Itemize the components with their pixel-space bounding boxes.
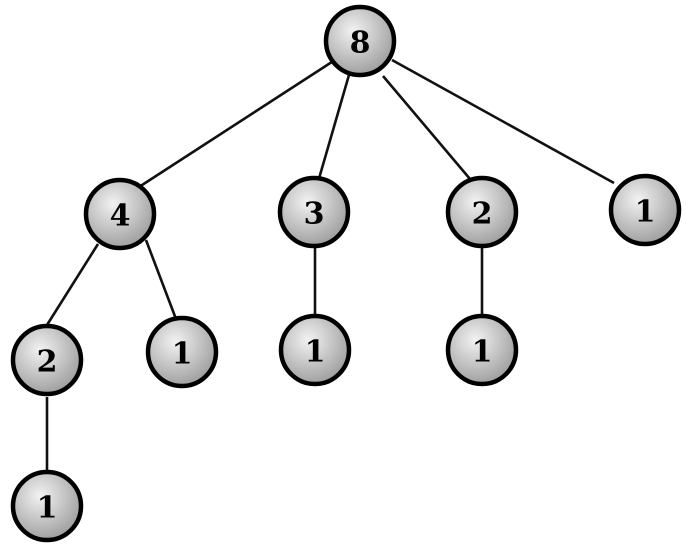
node-value: 1 (172, 337, 193, 372)
tree-node: 3 (277, 175, 351, 249)
tree-node: 4 (83, 177, 157, 251)
edge-root-n1a (391, 58, 615, 185)
edge-n4-n1b (144, 239, 178, 320)
edges (45, 56, 615, 470)
tree-node: 1 (445, 313, 519, 387)
node-value: 2 (37, 345, 58, 380)
node-value: 1 (305, 335, 326, 370)
edge-root-n3 (316, 67, 353, 183)
node-value: 8 (350, 26, 371, 61)
node-value: 1 (635, 195, 656, 230)
tree-node: 1 (10, 469, 84, 543)
tree-node: 1 (278, 313, 352, 387)
edge-root-n2a (382, 75, 471, 180)
tree-node: 2 (10, 323, 84, 397)
edge-n4-n2b (45, 243, 100, 326)
tree-node: 1 (608, 173, 682, 247)
tree-node: 1 (145, 315, 219, 389)
tree-node: 8 (323, 4, 397, 78)
tree-node: 2 (445, 175, 519, 249)
node-value: 3 (304, 197, 325, 232)
node-value: 4 (110, 199, 131, 234)
node-value: 2 (472, 197, 493, 232)
nodes: 8 4 3 2 1 2 1 1 (10, 4, 682, 543)
node-value: 1 (37, 491, 58, 526)
edge-root-n4 (138, 56, 339, 189)
node-value: 1 (472, 335, 493, 370)
